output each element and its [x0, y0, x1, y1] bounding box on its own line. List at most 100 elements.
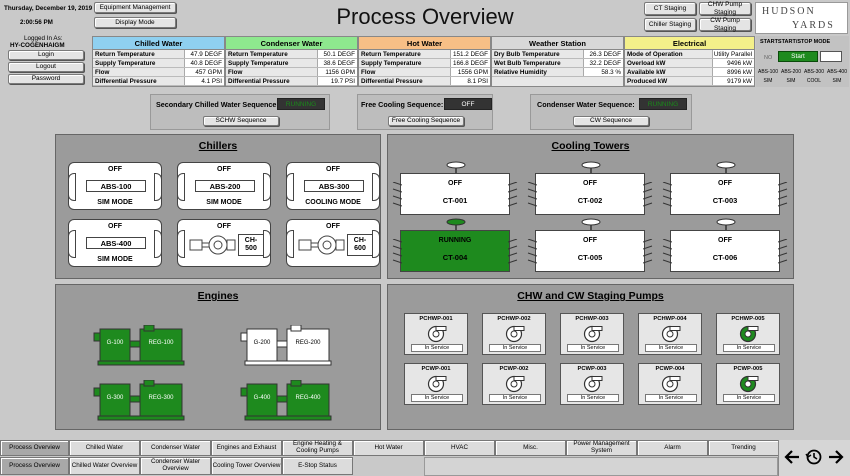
- data-row-value: 1556 GPM: [450, 68, 490, 76]
- subnav-tab-condenser-water-overview[interactable]: Condenser Water Overview: [140, 457, 211, 475]
- nav-tab-power-management-system[interactable]: Power Management System: [566, 440, 637, 456]
- generator-label: G-200: [253, 340, 271, 346]
- cw-pump-staging-button[interactable]: CW Pump Staging: [699, 17, 751, 32]
- chw-pump-staging-button[interactable]: CHW Pump Staging: [699, 1, 751, 16]
- tower-state: OFF: [583, 237, 597, 244]
- nav-tab-hvac[interactable]: HVAC: [424, 440, 495, 456]
- nav-tab-engines-and-exhaust[interactable]: Engines and Exhaust: [211, 440, 282, 456]
- free-cooling-sequence-button[interactable]: Free Cooling Sequence: [388, 116, 464, 126]
- schw-sequence-button[interactable]: SCHW Sequence: [203, 116, 279, 126]
- data-row-label: Supply Temperature: [361, 59, 422, 67]
- subnav-tab-cooling-tower-overview[interactable]: Cooling Tower Overview: [211, 457, 282, 475]
- schw-sequence-state: RUNNING: [277, 98, 325, 110]
- nav-tab-misc-[interactable]: Misc.: [495, 440, 566, 456]
- start-button[interactable]: Start: [778, 51, 818, 62]
- chiller-staging-button[interactable]: Chiller Staging: [644, 18, 696, 31]
- display-mode-button[interactable]: Display Mode: [94, 17, 176, 28]
- ct-staging-button[interactable]: CT Staging: [644, 2, 696, 15]
- data-row-value: Utility Parallel: [712, 50, 754, 58]
- pumps-title: CHW and CW Staging Pumps: [517, 290, 664, 302]
- time-label: 2:00:56 PM: [20, 19, 53, 26]
- nav-tab-trending[interactable]: Trending: [708, 440, 779, 456]
- pump-icon: [505, 375, 525, 393]
- password-button[interactable]: Password: [8, 74, 84, 84]
- nav-tab-hot-water[interactable]: Hot Water: [353, 440, 424, 456]
- nav-tab-engine-heating-cooling-pumps[interactable]: Engine Heating & Cooling Pumps: [282, 440, 353, 456]
- nav-tab-chilled-water[interactable]: Chilled Water: [69, 440, 140, 456]
- data-row-value: 1156 GPM: [317, 68, 357, 76]
- chiller-cap: [263, 230, 271, 258]
- pump-status: In Service: [567, 344, 619, 352]
- pump-icon: [739, 375, 759, 393]
- forward-arrow-icon[interactable]: [827, 448, 845, 466]
- subnav-tab-process-overview[interactable]: Process Overview: [0, 457, 69, 475]
- history-icon[interactable]: [805, 448, 823, 466]
- tower-state: OFF: [448, 180, 462, 187]
- fan-icon: [446, 218, 466, 230]
- data-row-label: Flow: [228, 68, 243, 76]
- subnav-tab-chilled-water-overview[interactable]: Chilled Water Overview: [69, 457, 140, 475]
- nav-arrows-area: [778, 440, 850, 476]
- chiller-cap: [263, 173, 271, 201]
- nav-tab-alarm[interactable]: Alarm: [637, 440, 708, 456]
- chiller-state: OFF: [108, 223, 122, 230]
- pump-name: PCWP-001: [421, 366, 451, 372]
- louver-icon: [778, 182, 788, 207]
- data-row-label: Available kW: [627, 68, 666, 76]
- pump-name: PCWP-002: [499, 366, 529, 372]
- chiller-cap: [154, 230, 162, 258]
- louver-icon: [778, 239, 788, 264]
- data-row-label: Differential Pressure: [95, 77, 157, 85]
- nav-tab-process-overview[interactable]: Process Overview: [0, 440, 69, 456]
- abs-mode: SIM: [786, 78, 796, 84]
- tower-state: OFF: [583, 180, 597, 187]
- cooling-tower-ct-001[interactable]: OFF CT-001: [392, 161, 518, 215]
- logout-button[interactable]: Logout: [8, 62, 84, 72]
- pump-status: In Service: [567, 394, 619, 402]
- login-button[interactable]: Login: [8, 50, 84, 60]
- pump-status: In Service: [645, 344, 697, 352]
- tower-name: CT-001: [442, 196, 468, 205]
- equipment-management-button[interactable]: Equipment Management: [94, 2, 176, 13]
- hot-water-title: Hot Water: [359, 37, 490, 50]
- cw-sequence-button[interactable]: CW Sequence: [573, 116, 649, 126]
- subnav-tab-e-stop-status[interactable]: E-Stop Status: [282, 457, 353, 475]
- data-row-label: Supply Temperature: [95, 59, 156, 67]
- chiller-name: ABS-400: [86, 237, 146, 249]
- back-arrow-icon[interactable]: [783, 448, 801, 466]
- chiller-cap: [177, 230, 185, 258]
- abs-mode: SIM: [763, 78, 773, 84]
- nav-tab-condenser-water[interactable]: Condenser Water: [140, 440, 211, 456]
